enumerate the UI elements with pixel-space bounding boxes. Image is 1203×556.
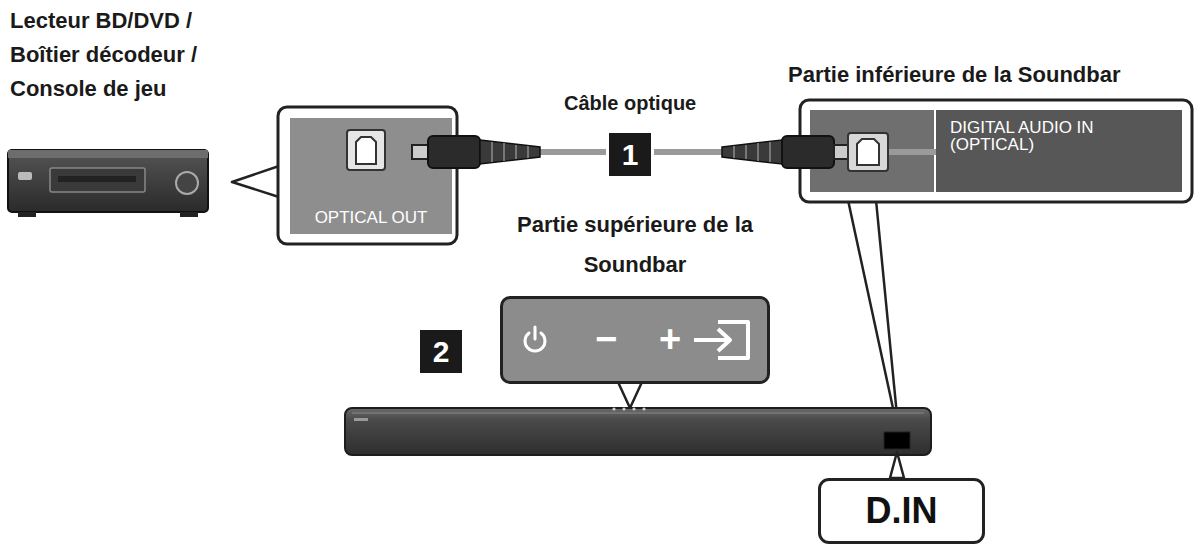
optical-plug xyxy=(412,136,540,168)
port-panel: OPTICAL OUT xyxy=(290,118,452,234)
optical-port xyxy=(848,133,888,171)
part-name: Partie supérieure de la Soundbar xyxy=(485,205,785,285)
port-panel: DIGITAL AUDIO IN (OPTICAL) xyxy=(936,110,1182,192)
callout-number: 2 xyxy=(420,330,462,373)
panel-text: OPTICAL OUT xyxy=(315,208,428,228)
button-symbol: − xyxy=(595,317,617,361)
optical-plug xyxy=(722,136,848,168)
soundbar xyxy=(345,407,931,455)
callout-pointer xyxy=(618,382,642,408)
part-name: Partie inférieure de la Soundbar xyxy=(788,60,1198,90)
callout-pointer xyxy=(890,452,904,478)
input-icon xyxy=(694,322,748,358)
callout-bubble xyxy=(278,107,457,244)
optical-cable xyxy=(452,149,936,155)
edge-label: Câble optique xyxy=(561,92,699,115)
callout-number: 1 xyxy=(622,138,639,172)
optical-port xyxy=(347,130,385,170)
callout-pointer xyxy=(232,165,282,198)
callout-number: 2 xyxy=(433,335,450,369)
callout-pointer xyxy=(848,200,899,436)
panel-text: DIGITAL AUDIO IN (OPTICAL) xyxy=(950,119,1125,153)
callout-box: D.IN xyxy=(818,478,985,544)
panel-text: D.IN xyxy=(866,490,938,532)
part-name: Lecteur BD/DVD / Boîtier décodeur / Cons… xyxy=(10,4,242,106)
power-icon xyxy=(525,327,545,351)
callout-number: 1 xyxy=(609,133,651,176)
button-symbol: + xyxy=(659,317,681,361)
source-device xyxy=(8,150,208,217)
button-panel: −+ xyxy=(500,296,770,384)
